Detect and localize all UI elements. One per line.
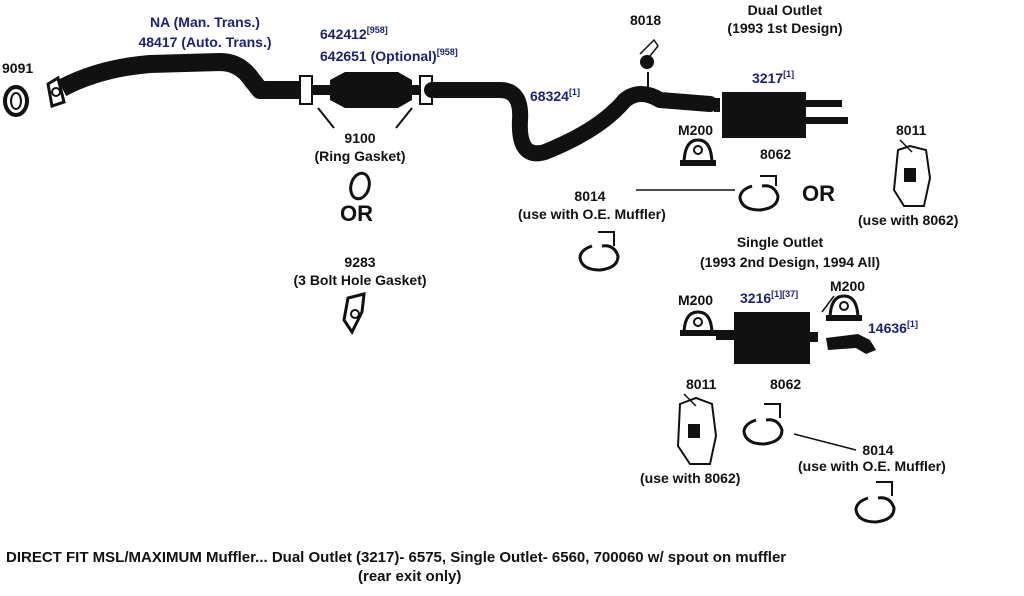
- hanger-8018-icon: [639, 38, 659, 69]
- single-design-label: (1993 2nd Design, 1994 All): [700, 254, 880, 270]
- part-642412-label: 642412[958]: [320, 25, 388, 43]
- bracket-8011-upper-icon: [892, 139, 932, 207]
- hanger-8014-upper-icon: [578, 231, 620, 272]
- caption-line-1: DIRECT FIT MSL/MAXIMUM Muffler... Dual O…: [6, 549, 787, 566]
- clamp-8062-upper-icon: [636, 175, 780, 212]
- dual-design-label: (1993 1st Design): [727, 20, 843, 36]
- dual-outlet-label: Dual Outlet: [747, 2, 823, 18]
- part-642651-label: 642651 (Optional)[958]: [320, 47, 458, 65]
- clamp-m200-lower-right-icon: [826, 294, 862, 321]
- part-m200-lower-right-label: M200: [830, 278, 866, 294]
- part-68324-label: 68324[1]: [530, 87, 580, 105]
- use-with-oe-lower-label: (use with O.E. Muffler): [798, 458, 946, 474]
- part-8014-lower-label: 8014: [862, 442, 894, 458]
- part-48417-label: 48417 (Auto. Trans.): [138, 34, 272, 50]
- or-label-hanger: OR: [802, 181, 835, 206]
- part-9100-label: 9100: [344, 130, 376, 146]
- use-with-8062-lower-label: (use with 8062): [640, 470, 741, 486]
- front-pipe: [46, 53, 302, 108]
- catalytic-converter: [299, 72, 433, 108]
- part-8062-lower-label: 8062: [770, 376, 802, 392]
- part-8018-label: 8018: [630, 12, 662, 28]
- ring-gasket-label: (Ring Gasket): [314, 148, 406, 164]
- part-na-manual-label: NA (Man. Trans.): [150, 14, 260, 30]
- gasket-9091-icon: [3, 85, 29, 117]
- hanger-8014-lower-icon: [854, 481, 896, 524]
- bracket-8011-lower-icon: [676, 393, 718, 465]
- part-m200-lower-left-label: M200: [678, 292, 714, 308]
- clamp-m200-lower-left-icon: [680, 310, 716, 336]
- clamp-m200-upper-icon: [680, 138, 716, 166]
- part-14636-label: 14636[1]: [868, 319, 918, 337]
- part-m200-upper-label: M200: [678, 122, 714, 138]
- part-9283-label: 9283: [344, 254, 376, 270]
- part-8011-upper-label: 8011: [896, 122, 927, 138]
- bolt-gasket-9283-icon: [342, 292, 366, 335]
- ring-gasket-9100-icon: [317, 107, 413, 201]
- intermediate-pipe: [424, 72, 718, 162]
- part-3217-label: 3217[1]: [752, 69, 795, 87]
- use-with-oe-upper-label: (use with O.E. Muffler): [518, 206, 666, 222]
- tail-spout-14636: [826, 334, 876, 354]
- part-8062-upper-label: 8062: [760, 146, 792, 162]
- part-3216-label: 3216[1][37]: [740, 289, 799, 307]
- muffler-3216: [716, 295, 835, 364]
- bolt-gasket-label: (3 Bolt Hole Gasket): [293, 272, 427, 288]
- part-8011-lower-label: 8011: [686, 376, 717, 392]
- caption: DIRECT FIT MSL/MAXIMUM Muffler... Dual O…: [6, 548, 1020, 586]
- muffler-3217: [714, 92, 848, 138]
- use-with-8062-upper-label: (use with 8062): [858, 212, 959, 228]
- caption-line-2: (rear exit only): [358, 568, 462, 585]
- part-9091-label: 9091: [2, 60, 34, 76]
- clamp-8062-lower-icon: [742, 403, 857, 451]
- or-label-gasket: OR: [340, 201, 373, 226]
- single-outlet-label: Single Outlet: [736, 234, 824, 250]
- part-8014-upper-label: 8014: [574, 188, 606, 204]
